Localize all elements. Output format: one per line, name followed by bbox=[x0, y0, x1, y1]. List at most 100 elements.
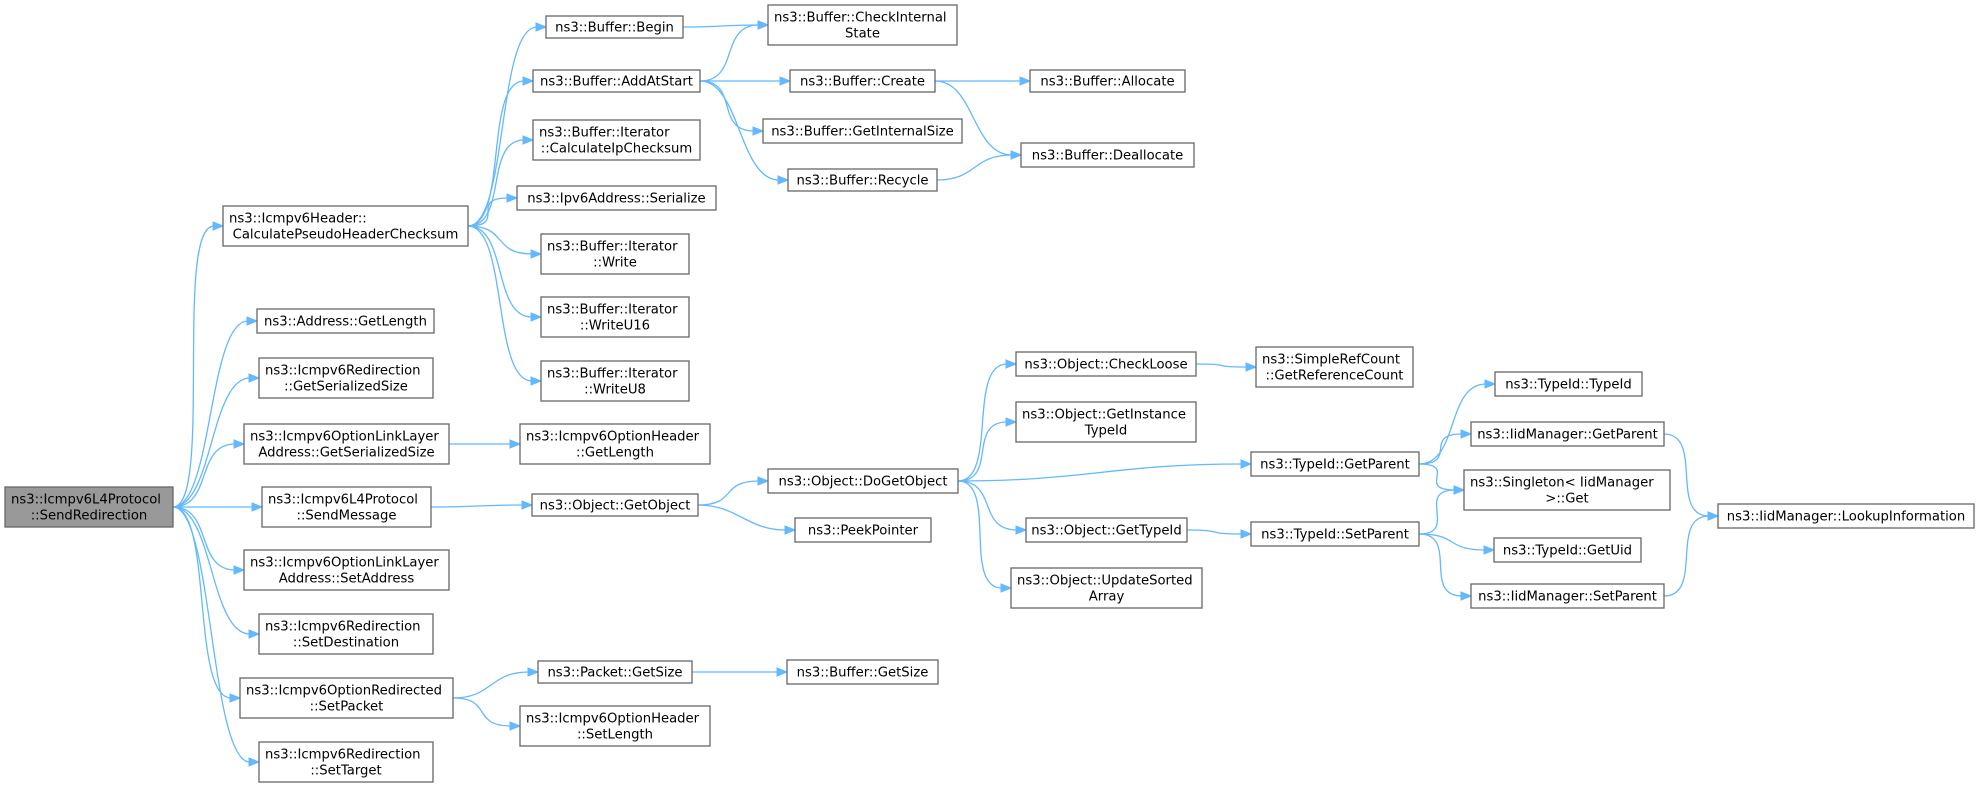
arrowhead-root-to-redirSetTarget bbox=[248, 757, 261, 767]
edge-typeIdGetParent-to-typeIdTypeId bbox=[1418, 383, 1487, 465]
node-box bbox=[1463, 469, 1671, 511]
node-typeIdGetParent[interactable]: ns3::TypeId::GetParent bbox=[1250, 451, 1420, 477]
node-box bbox=[531, 493, 699, 517]
node-singletonGet[interactable]: ns3::Singleton< IidManager >::Get bbox=[1463, 469, 1671, 511]
node-label-line: ::GetReferenceCount bbox=[1266, 369, 1404, 384]
node-optLinkGetSerSize[interactable]: ns3::Icmpv6OptionLinkLayerAddress::GetSe… bbox=[243, 423, 450, 465]
node-bufGetSize[interactable]: ns3::Buffer::GetSize bbox=[786, 659, 939, 685]
arrowhead-calcPseudo-to-bufAddAtStart bbox=[522, 76, 535, 86]
node-optLinkSetAddr[interactable]: ns3::Icmpv6OptionLinkLayerAddress::SetAd… bbox=[243, 549, 450, 591]
node-bufDeallocate[interactable]: ns3::Buffer::Deallocate bbox=[1020, 142, 1195, 168]
node-redirSetTarget[interactable]: ns3::Icmpv6Redirection::SetTarget bbox=[258, 741, 434, 783]
node-label-line: ns3::Object::DoGetObject bbox=[778, 475, 947, 490]
node-label-line: ns3::TypeId::SetParent bbox=[1261, 528, 1409, 543]
arrowhead-bufCreate-to-bufAllocate bbox=[1019, 76, 1032, 86]
node-box bbox=[243, 423, 450, 465]
node-box bbox=[519, 705, 711, 747]
node-box bbox=[786, 659, 939, 685]
node-label-line: TypeId bbox=[1084, 424, 1128, 439]
node-addrGetLength[interactable]: ns3::Address::GetLength bbox=[256, 308, 435, 334]
arrowhead-root-to-addrGetLength bbox=[246, 316, 259, 326]
node-calcPseudo[interactable]: ns3::Icmpv6Header::CalculatePseudoHeader… bbox=[222, 205, 469, 247]
node-objGetObject[interactable]: ns3::Object::GetObject bbox=[531, 493, 699, 517]
node-bufRecycle[interactable]: ns3::Buffer::Recycle bbox=[787, 168, 938, 192]
arrowhead-typeIdGetParent-to-iidGetParent bbox=[1460, 429, 1473, 439]
node-label-line: ::WriteU16 bbox=[580, 319, 650, 334]
edge-root-to-redirGetSerSize bbox=[172, 377, 251, 508]
node-iidLookupInfo[interactable]: ns3::IidManager::LookupInformation bbox=[1717, 503, 1975, 529]
node-typeIdTypeId[interactable]: ns3::TypeId::TypeId bbox=[1494, 371, 1643, 397]
node-objGetTypeId[interactable]: ns3::Object::GetTypeId bbox=[1025, 517, 1188, 543]
node-optRedirSetPacket[interactable]: ns3::Icmpv6OptionRedirected::SetPacket bbox=[239, 677, 454, 719]
node-bufAllocate[interactable]: ns3::Buffer::Allocate bbox=[1029, 69, 1186, 93]
edge-calcPseudo-to-iterWriteU8 bbox=[467, 225, 533, 382]
node-label-line: ns3::Object::CheckLoose bbox=[1024, 358, 1187, 373]
edge-objDoGetObject-to-objGetTypeId bbox=[957, 480, 1018, 531]
arrowhead-root-to-redirSetDest bbox=[248, 629, 261, 639]
node-optHdrSetLength[interactable]: ns3::Icmpv6OptionHeader::SetLength bbox=[519, 705, 711, 747]
arrowhead-typeIdGetParent-to-typeIdTypeId bbox=[1484, 379, 1497, 389]
node-label-line: ns3::IidManager::LookupInformation bbox=[1727, 510, 1965, 525]
node-box bbox=[1255, 346, 1414, 388]
edge-objDoGetObject-to-objUpdateSorted bbox=[957, 480, 1003, 589]
node-label-line: ns3::Icmpv6Redirection bbox=[265, 748, 421, 763]
node-box bbox=[261, 486, 432, 528]
node-peekPointer[interactable]: ns3::PeekPointer bbox=[794, 517, 932, 543]
node-typeIdSetParent[interactable]: ns3::TypeId::SetParent bbox=[1250, 521, 1420, 547]
node-objCheckLoose[interactable]: ns3::Object::CheckLoose bbox=[1015, 351, 1197, 377]
node-label-line: ns3::Icmpv6L4Protocol bbox=[11, 493, 161, 508]
arrowhead-root-to-sendMessage bbox=[251, 502, 264, 512]
edge-objGetObject-to-peekPointer bbox=[697, 504, 787, 531]
node-box bbox=[532, 69, 701, 93]
node-box bbox=[540, 360, 690, 402]
node-sendMessage[interactable]: ns3::Icmpv6L4Protocol::SendMessage bbox=[261, 486, 432, 528]
node-optHdrGetLength[interactable]: ns3::Icmpv6OptionHeader::GetLength bbox=[519, 423, 711, 465]
edge-root-to-optRedirSetPacket bbox=[172, 506, 232, 699]
node-typeIdGetUid[interactable]: ns3::TypeId::GetUid bbox=[1493, 537, 1642, 563]
node-label-line: Array bbox=[1089, 590, 1125, 605]
node-label-line: ns3::TypeId::GetUid bbox=[1503, 544, 1632, 559]
edge-calcPseudo-to-bufAddAtStart bbox=[467, 80, 525, 227]
arrowhead-bufAddAtStart-to-bufGetInternalSize bbox=[752, 126, 765, 136]
node-box bbox=[4, 486, 174, 528]
node-label-line: ::GetLength bbox=[576, 446, 654, 461]
arrowhead-typeIdSetParent-to-iidSetParent bbox=[1460, 591, 1473, 601]
node-bufBegin[interactable]: ns3::Buffer::Begin bbox=[545, 15, 684, 39]
edge-root-to-optLinkGetSerSize bbox=[172, 443, 236, 508]
node-bufCreate[interactable]: ns3::Buffer::Create bbox=[789, 69, 936, 93]
node-packetGetSize[interactable]: ns3::Packet::GetSize bbox=[537, 660, 693, 684]
node-root[interactable]: ns3::Icmpv6L4Protocol::SendRedirection bbox=[4, 486, 174, 528]
node-iterCalcIp[interactable]: ns3::Buffer::Iterator::CalculateIpChecks… bbox=[532, 119, 701, 161]
arrowhead-calcPseudo-to-iterCalcIp bbox=[522, 135, 535, 145]
node-box bbox=[258, 613, 434, 655]
node-label-line: ::GetSerializedSize bbox=[284, 380, 408, 395]
arrowhead-optRedirSetPacket-to-optHdrSetLength bbox=[509, 721, 522, 731]
node-iterWrite[interactable]: ns3::Buffer::Iterator::Write bbox=[540, 233, 690, 275]
node-box bbox=[540, 296, 690, 338]
node-label-line: ns3::Buffer::CheckInternal bbox=[774, 11, 947, 26]
node-label-line: ns3::Buffer::Allocate bbox=[1040, 75, 1174, 90]
node-ipv6Serialize[interactable]: ns3::Ipv6Address::Serialize bbox=[516, 185, 717, 211]
node-box bbox=[1717, 503, 1975, 529]
arrowhead-optLinkGetSerSize-to-optHdrGetLength bbox=[509, 439, 522, 449]
node-label-line: ns3::Buffer::Iterator bbox=[547, 240, 678, 255]
arrowhead-objDoGetObject-to-typeIdGetParent bbox=[1240, 459, 1253, 469]
node-iidSetParent[interactable]: ns3::IidManager::SetParent bbox=[1470, 583, 1665, 609]
node-iterWriteU8[interactable]: ns3::Buffer::Iterator::WriteU8 bbox=[540, 360, 690, 402]
arrowhead-bufAddAtStart-to-bufCheckInternal bbox=[757, 20, 770, 30]
node-simpleRefCount[interactable]: ns3::SimpleRefCount::GetReferenceCount bbox=[1255, 346, 1414, 388]
node-redirGetSerSize[interactable]: ns3::Icmpv6Redirection::GetSerializedSiz… bbox=[258, 357, 434, 399]
node-objDoGetObject[interactable]: ns3::Object::DoGetObject bbox=[767, 468, 959, 494]
arrowhead-bufAddAtStart-to-bufRecycle bbox=[777, 175, 790, 185]
node-iidGetParent[interactable]: ns3::IidManager::GetParent bbox=[1470, 421, 1665, 447]
node-iterWriteU16[interactable]: ns3::Buffer::Iterator::WriteU16 bbox=[540, 296, 690, 338]
node-bufAddAtStart[interactable]: ns3::Buffer::AddAtStart bbox=[532, 69, 701, 93]
node-bufGetInternalSize[interactable]: ns3::Buffer::GetInternalSize bbox=[762, 118, 963, 144]
node-box bbox=[1025, 517, 1188, 543]
node-redirSetDest[interactable]: ns3::Icmpv6Redirection::SetDestination bbox=[258, 613, 434, 655]
edge-calcPseudo-to-iterCalcIp bbox=[467, 139, 525, 227]
